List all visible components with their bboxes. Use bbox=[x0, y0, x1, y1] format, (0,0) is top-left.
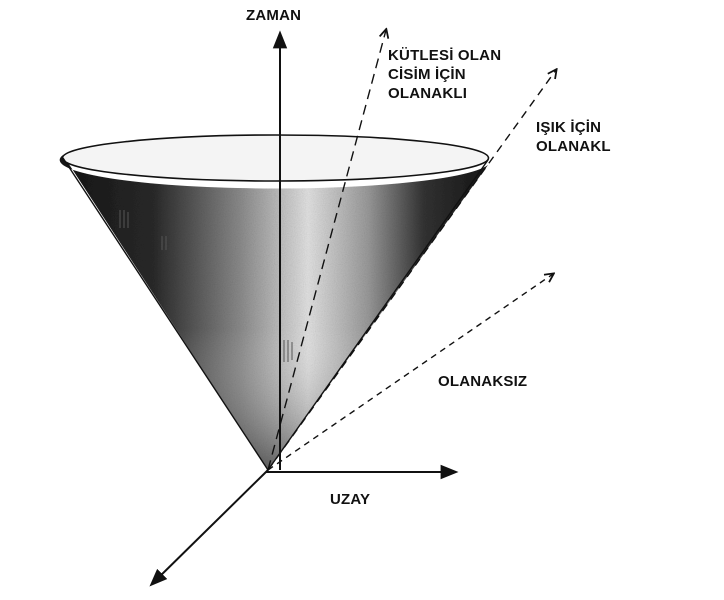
massive-body-label: KÜTLESİ OLAN CİSİM İÇİN OLANAKLI bbox=[388, 46, 501, 103]
light-label: IŞIK İÇİN OLANAKL bbox=[536, 118, 611, 156]
time-axis-label: ZAMAN bbox=[246, 7, 302, 24]
massive-body-path bbox=[267, 30, 386, 471]
light-label-line-1: IŞIK İÇİN bbox=[536, 119, 602, 136]
impossible-label: OLANAKSIZ bbox=[438, 373, 528, 390]
massive-body-label-line-1: KÜTLESİ OLAN bbox=[388, 47, 502, 64]
depth-axis bbox=[149, 469, 269, 587]
massive-body-label-line-2: CİSİM İÇİN bbox=[388, 66, 466, 83]
cone-shadow-overlay bbox=[59, 155, 489, 470]
cone-rim bbox=[61, 134, 490, 182]
light-label-line-2: OLANAKL bbox=[536, 138, 611, 155]
light-path bbox=[267, 70, 556, 471]
light-cone bbox=[59, 134, 490, 471]
space-axis-label: UZAY bbox=[330, 491, 371, 508]
axes bbox=[149, 30, 459, 587]
trajectories bbox=[267, 30, 556, 471]
cone-left-edge bbox=[62, 157, 269, 471]
massive-body-label-line-3: OLANAKLI bbox=[388, 85, 468, 102]
impossible-path bbox=[267, 274, 553, 471]
cone-texture-marks bbox=[119, 210, 293, 362]
